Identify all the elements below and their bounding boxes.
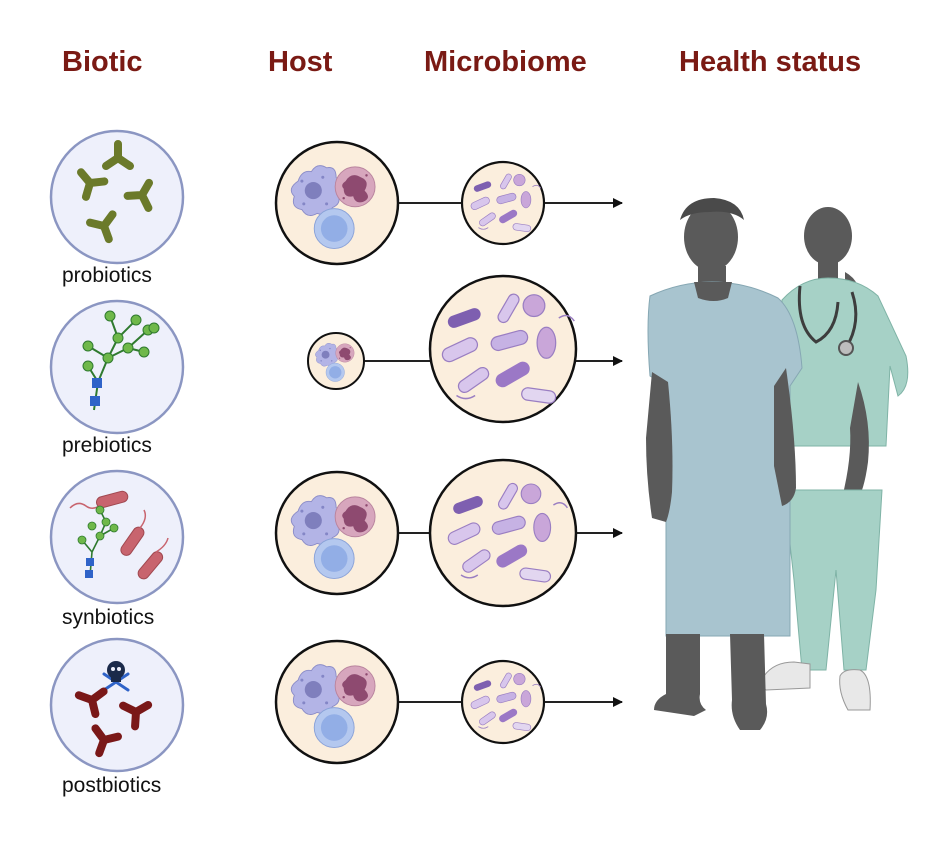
connector-lines [190,198,623,707]
microbiome-circle-row4-small [460,659,546,745]
biotic-circle-postbiotics [49,637,185,773]
host-circle-row3 [274,470,400,596]
synbiotic-bacteria-fiber-icon [69,490,169,580]
host-circle-row2-small [307,332,365,390]
header-host: Host [268,46,333,78]
header-health-status: Health status [679,46,862,78]
header-biotic: Biotic [62,46,143,78]
microbiome-circle-row2-large [428,274,578,424]
biotic-circle-prebiotics [49,299,185,435]
label-synbiotics: synbiotics [62,606,155,629]
host-circle-row1 [274,140,400,266]
skull-crossbones-icon [102,661,130,692]
label-probiotics: probiotics [62,264,152,287]
prebiotic-fiber-chain-icon [82,310,160,411]
biotic-circle-probiotics [49,129,185,265]
label-postbiotics: postbiotics [62,774,162,797]
doctor-figure [760,207,909,711]
biotic-circle-synbiotics [49,469,185,605]
host-circle-row4 [274,639,400,765]
postbiotic-dead-bacteria-skull-icon [75,661,154,757]
header-microbiome: Microbiome [424,46,587,78]
microbiome-circle-row3 [428,458,578,608]
label-prebiotics: prebiotics [62,434,152,457]
patient-figure [646,198,803,730]
microbiome-circle-row1-small [460,160,546,246]
